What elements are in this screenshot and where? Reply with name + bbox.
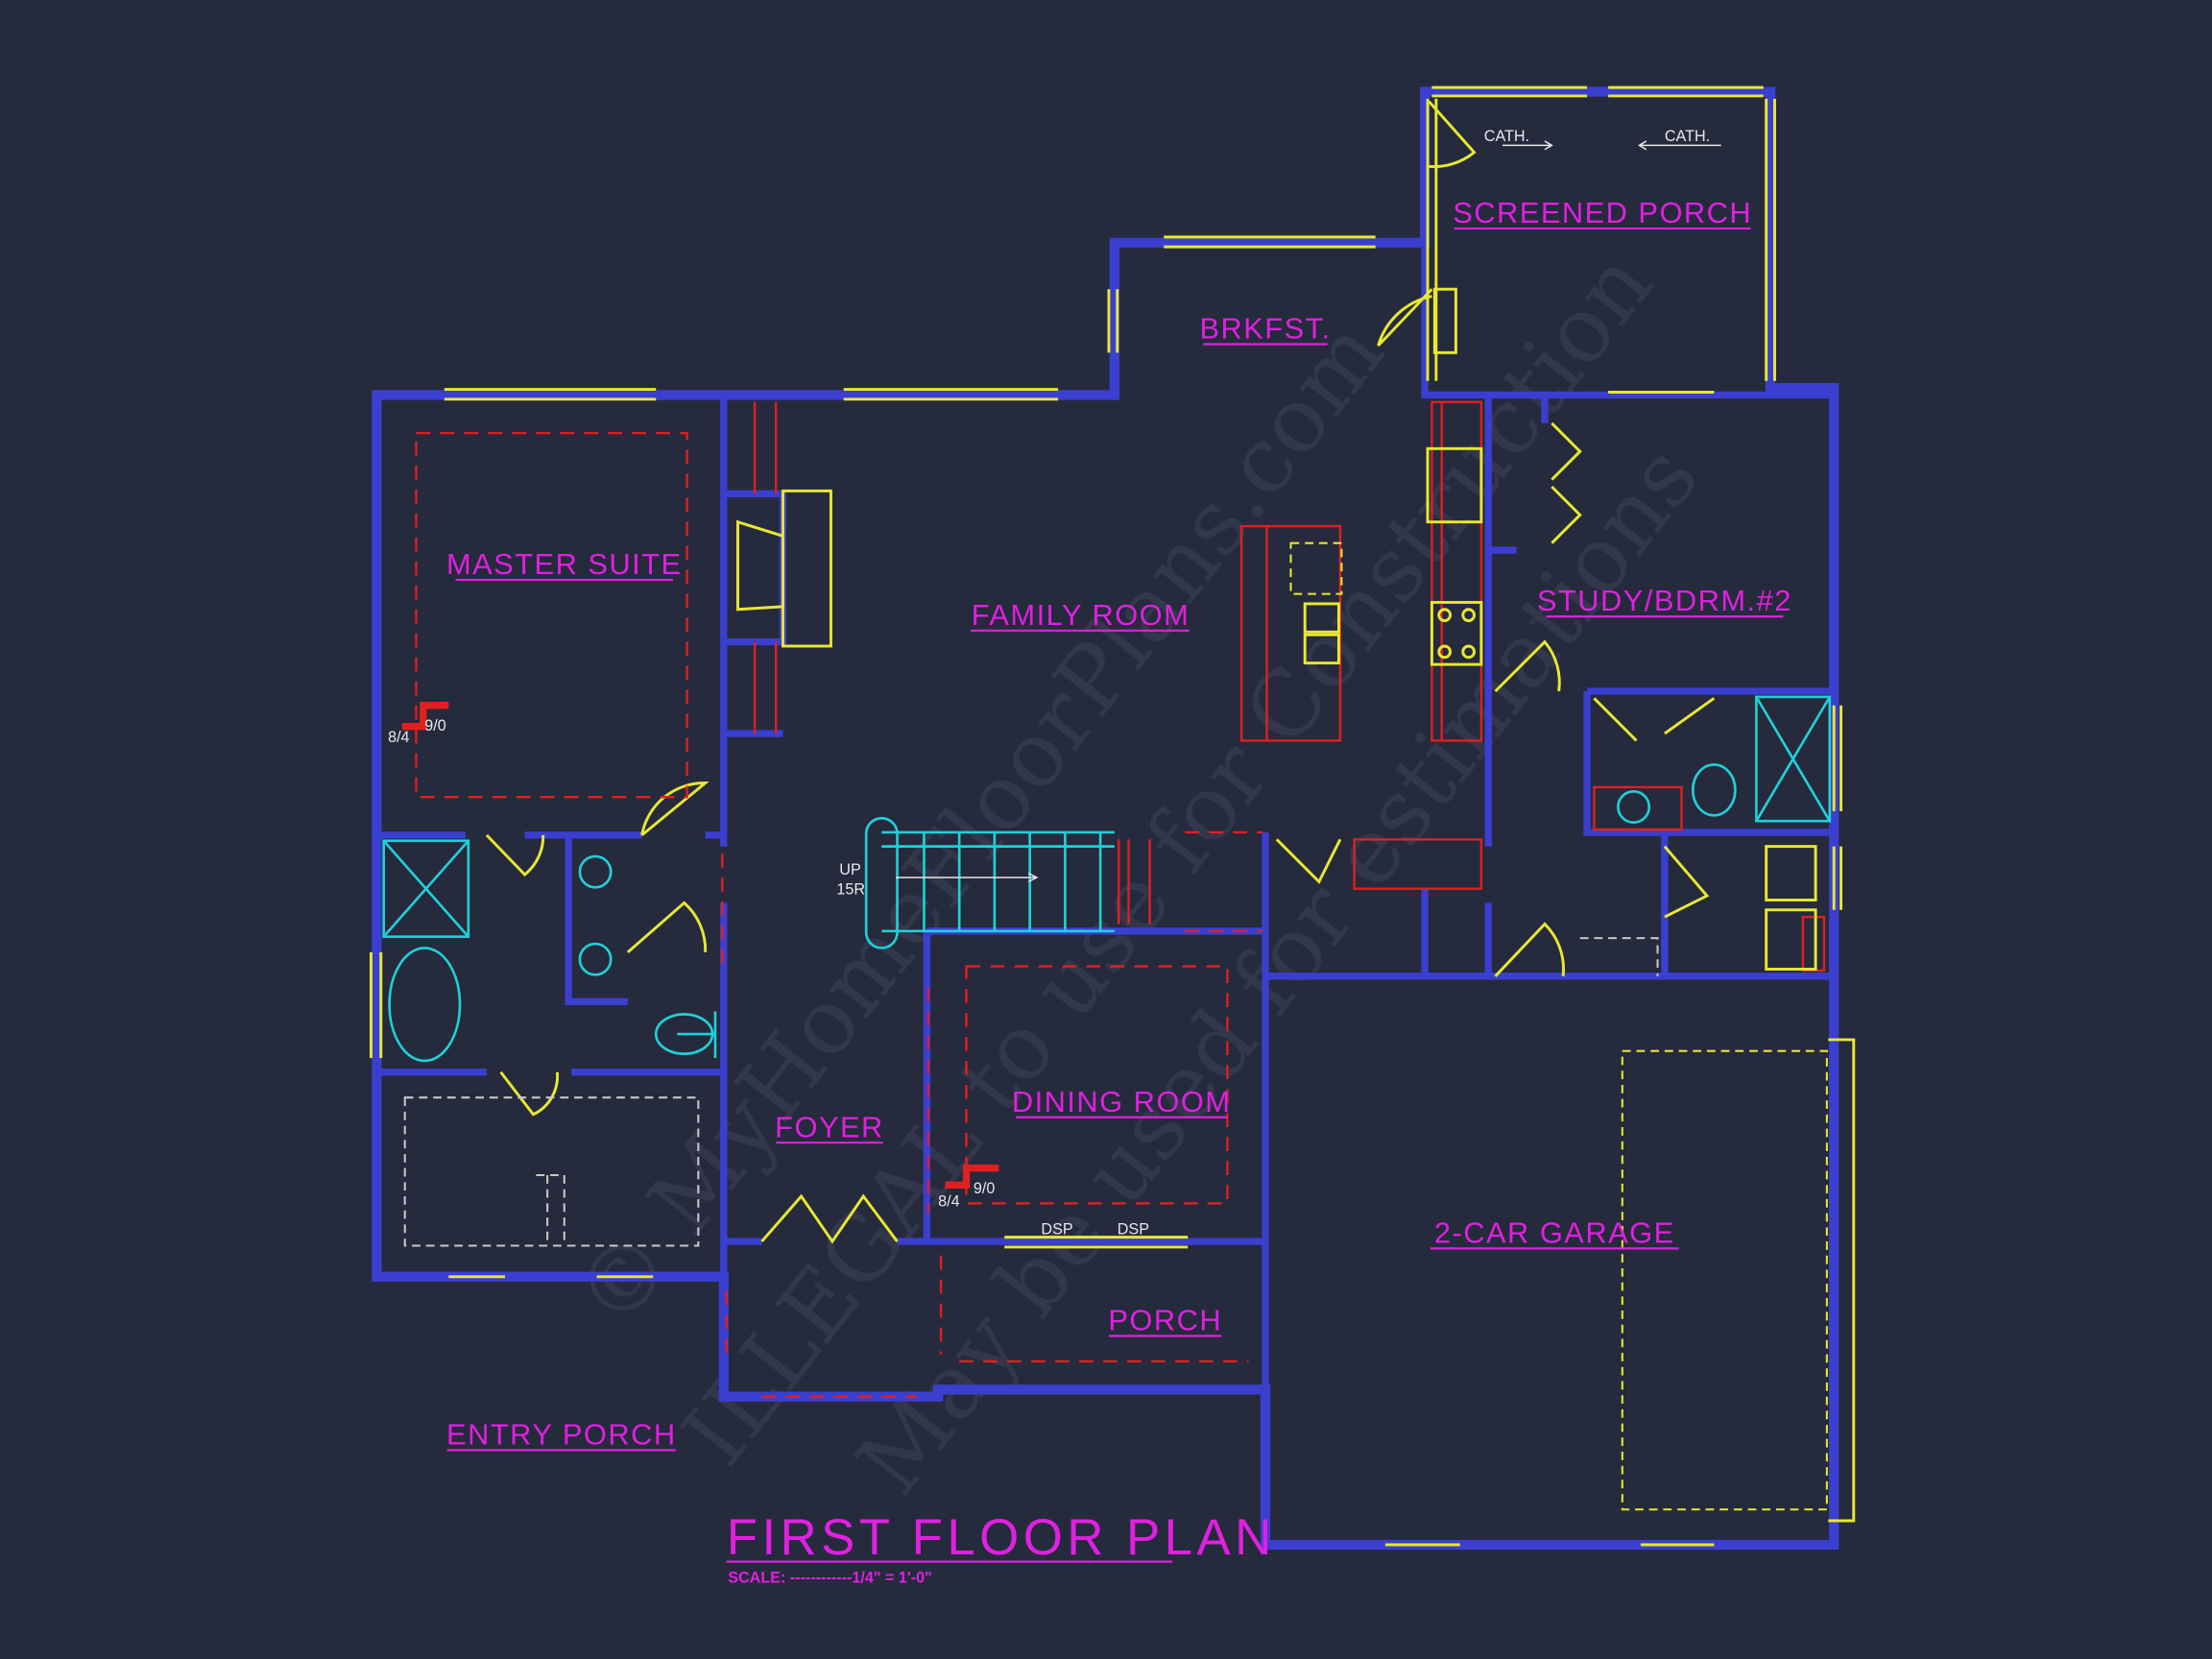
cooktop-icon — [1430, 600, 1483, 666]
label-porch: PORCH — [1108, 1304, 1222, 1337]
closets — [403, 937, 1828, 1511]
plan-title-block: FIRST FLOOR PLAN SCALE: ------------1/4"… — [727, 1509, 1276, 1587]
note-cath-left: CATH. — [1484, 128, 1529, 145]
garage-parking-outline — [1621, 1049, 1828, 1511]
shower-icon — [1755, 695, 1832, 823]
sink-icon — [578, 942, 613, 976]
note-dsp: DSP — [1118, 1221, 1149, 1238]
kitchen-appliances — [1289, 446, 1817, 971]
note-stair-up: UP — [839, 861, 860, 878]
note-dsp: DSP — [1041, 1221, 1072, 1238]
room-labels: MASTER SUITE FAMILY ROOM BRKFST. SCREENE… — [446, 196, 1792, 1452]
sink-icon — [1426, 446, 1483, 524]
label-foyer: FOYER — [775, 1110, 884, 1143]
arrows — [896, 140, 1721, 883]
note-stair-risers: 15R — [836, 881, 865, 899]
label-study: STUDY/BDRM.#2 — [1537, 584, 1792, 617]
exterior-walls — [372, 86, 1839, 1551]
note-ceiling-high: 9/0 — [424, 717, 445, 734]
shower-icon — [382, 839, 470, 938]
tub-icon — [388, 947, 462, 1063]
label-garage: 2-CAR GARAGE — [1434, 1216, 1675, 1250]
label-master-suite: MASTER SUITE — [446, 547, 683, 581]
plan-scale: SCALE: ------------1/4" = 1'-0" — [728, 1570, 932, 1587]
dryer-icon — [1765, 908, 1817, 971]
windows — [369, 85, 1856, 1547]
sink-icon — [578, 854, 613, 889]
label-dining-room: DINING ROOM — [1012, 1085, 1232, 1118]
toilet-icon — [1691, 763, 1737, 817]
sink-icon — [1617, 790, 1651, 824]
plan-title: FIRST FLOOR PLAN — [727, 1509, 1276, 1566]
toilet-icon — [654, 1013, 714, 1055]
interior-walls — [376, 242, 1835, 1390]
label-screened-porch: SCREENED PORCH — [1453, 196, 1752, 229]
note-cath-right: CATH. — [1665, 128, 1710, 145]
washer-icon — [1765, 845, 1817, 902]
watermark-line-2: ILLEGAL to use for Construction — [662, 233, 1672, 1485]
note-ceiling-low: 8/4 — [938, 1192, 959, 1210]
label-entry-porch: ENTRY PORCH — [446, 1418, 677, 1452]
annotations: CATH. CATH. 9/0 8/4 9/0 8/4 UP 15R DSP D… — [388, 128, 1710, 1238]
stair-newel — [864, 816, 899, 950]
label-breakfast: BRKFST. — [1199, 312, 1331, 346]
note-ceiling-high: 9/0 — [974, 1180, 995, 1197]
doors — [485, 100, 1716, 1244]
label-family-room: FAMILY ROOM — [972, 598, 1190, 632]
note-ceiling-low: 8/4 — [388, 729, 409, 746]
